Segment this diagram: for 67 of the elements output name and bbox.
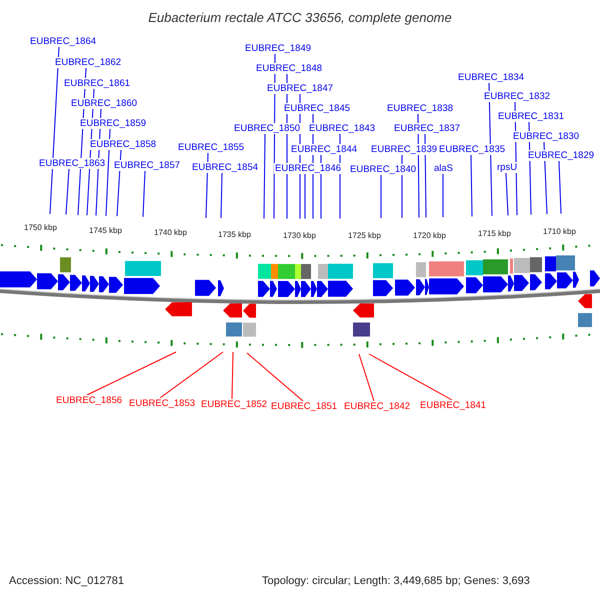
genome-info-text: Topology: circular; Length: 3,449,685 bp; Genes: 3,693 (262, 575, 530, 588)
leader-line (264, 134, 266, 219)
leader-line (506, 172, 508, 216)
leader-line (380, 174, 382, 219)
gene-label: EUBREC_1858 (89, 139, 158, 150)
accession-text: Accession: NC_012781 (9, 575, 124, 588)
scale-label: 1710 kbp (542, 227, 577, 236)
gene-label: EUBREC_1843 (308, 123, 376, 134)
leader-line (304, 174, 306, 220)
gene-label: EUBREC_1846 (274, 163, 342, 174)
gene-label: EUBREC_1860 (70, 98, 138, 109)
leader-line (86, 352, 176, 396)
gene-label: EUBREC_1851 (270, 401, 338, 412)
gene-label: EUBREC_1849 (244, 43, 312, 54)
leader-line (368, 354, 452, 400)
leader-line (246, 352, 304, 402)
gene-label: EUBREC_1859 (79, 118, 148, 129)
leader-line (106, 128, 110, 216)
leader-line (232, 352, 234, 400)
gene-label: EUBREC_1856 (55, 395, 124, 406)
leader-line (220, 172, 222, 219)
gene-label: EUBREC_1834 (457, 72, 526, 83)
gene-label: EUBREC_1848 (255, 63, 324, 74)
gene-label: EUBREC_1861 (63, 78, 132, 89)
scale-label: 1745 kbp (88, 226, 123, 235)
scale-label: 1720 kbp (412, 231, 447, 240)
scale-label: 1730 kbp (282, 231, 317, 240)
gene-label: EUBREC_1850 (233, 123, 302, 134)
leader-line (142, 170, 146, 218)
scale-label: 1715 kbp (477, 229, 512, 238)
scale-label: 1740 kbp (153, 228, 188, 237)
leader-line (66, 168, 70, 216)
gene-label: EUBREC_1852 (200, 399, 268, 410)
gene-label: EUBREC_1839 (370, 144, 438, 155)
gene-label: EUBREC_1832 (483, 91, 552, 102)
gene-label: EUBREC_1844 (290, 144, 358, 155)
scale-label: 1735 kbp (217, 230, 252, 239)
gene-label: rpsU (496, 162, 518, 173)
leader-line (358, 354, 374, 402)
gene-label: EUBREC_1863 (38, 158, 106, 169)
gene-label: alaS (433, 163, 454, 174)
leader-line (558, 160, 562, 214)
scale-label: 1750 kbp (23, 223, 58, 232)
gene-label: EUBREC_1853 (128, 398, 196, 409)
gene-label: EUBREC_1829 (527, 150, 596, 161)
gene-label: EUBREC_1864 (29, 36, 98, 47)
leader-line (544, 142, 548, 215)
gene-label: EUBREC_1845 (283, 103, 352, 114)
gene-label: EUBREC_1837 (393, 123, 462, 134)
scale-label: 1725 kbp (347, 231, 382, 240)
diagram-title: Eubacterium rectale ATCC 33656, complete genome (147, 10, 453, 26)
gene-label: EUBREC_1831 (497, 111, 566, 122)
leader-line (160, 352, 224, 398)
gene-label: EUBREC_1841 (419, 400, 488, 411)
gene-label: EUBREC_1842 (343, 401, 412, 412)
gene-label: EUBREC_1840 (349, 164, 418, 175)
gene-label: EUBREC_1862 (54, 57, 122, 68)
leader-line (470, 154, 472, 217)
leader-line (442, 174, 444, 218)
gene-label: EUBREC_1857 (113, 160, 182, 171)
gene-label: EUBREC_1855 (177, 142, 246, 153)
gene-label: EUBREC_1835 (438, 144, 506, 155)
gene-label: EUBREC_1854 (191, 162, 260, 173)
gene-label: EUBREC_1847 (266, 83, 334, 94)
leader-line (50, 46, 60, 215)
gene-label: EUBREC_1830 (512, 131, 580, 142)
gene-label: EUBREC_1838 (386, 103, 454, 114)
